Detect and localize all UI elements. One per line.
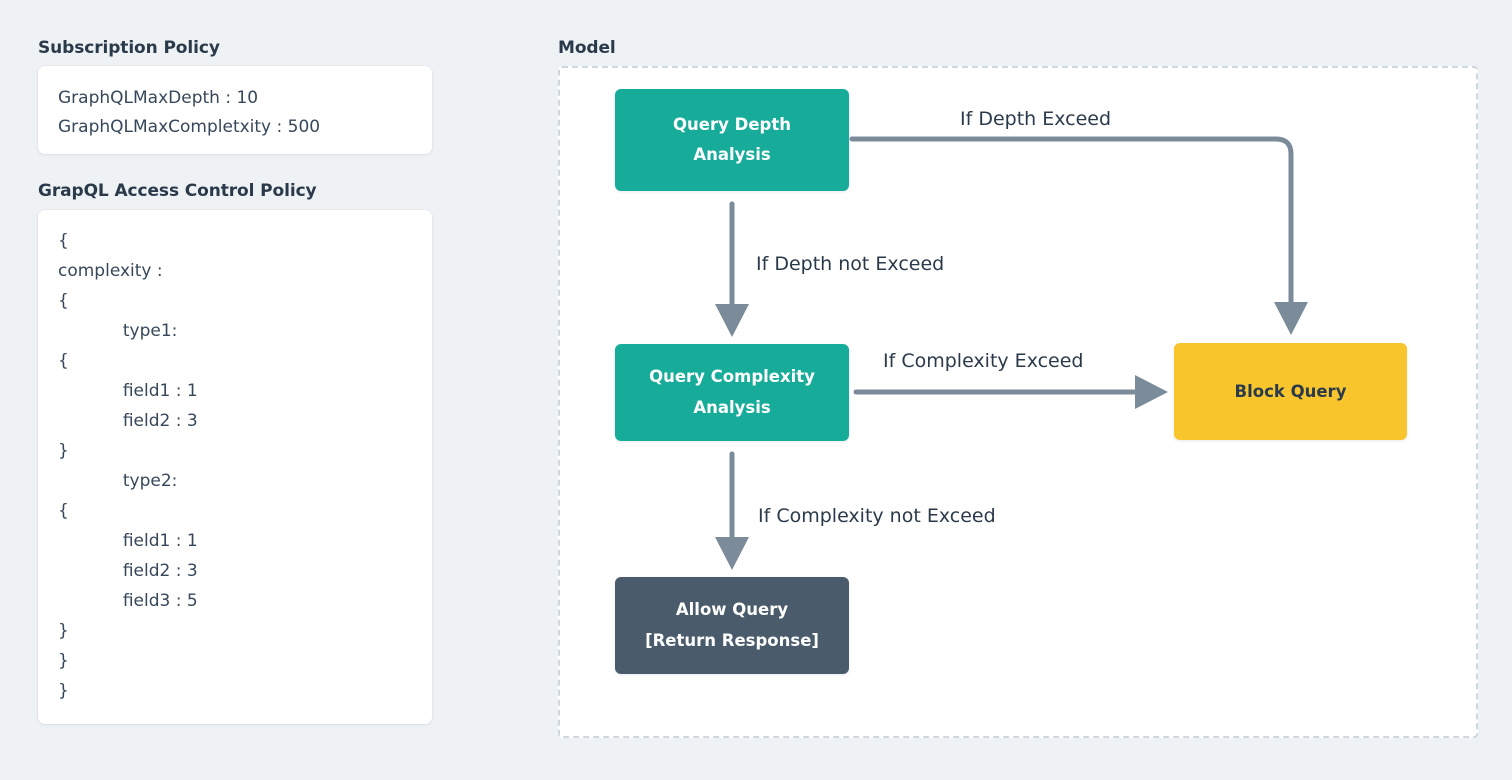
model-title: Model [558, 38, 616, 58]
policy-code-line: type2: [58, 470, 178, 491]
policy-code-line: { [58, 350, 69, 371]
policy-code-line: field1 : 1 [58, 380, 198, 401]
policy-code-line: complexity : [58, 260, 163, 281]
node-label-line1: Query Depth [673, 114, 791, 134]
subscription-policy-card: GraphQLMaxDepth : 10 GraphQLMaxCompletxi… [38, 66, 432, 155]
subscription-policy-title: Subscription Policy [38, 38, 220, 58]
policy-code-line: } [58, 680, 69, 701]
access-control-policy-title: GrapQL Access Control Policy [38, 181, 317, 202]
node-label-line1: Query Complexity [649, 367, 815, 387]
policy-code-line: { [58, 290, 69, 311]
node-label-line2: Analysis [693, 145, 771, 165]
node-label-line1: Allow Query [675, 600, 789, 620]
model-diagram-canvas: Query Depth Analysis Query Complexity An… [558, 66, 1478, 739]
subscription-policy-line: GraphQLMaxDepth : 10 [58, 88, 259, 109]
policy-code-line: } [58, 620, 69, 641]
subscription-policy-line: GraphQLMaxCompletxity : 500 [58, 117, 321, 138]
node-query-complexity-analysis[interactable]: Query Complexity Analysis [615, 344, 849, 442]
left-column: Subscription Policy GraphQLMaxDepth : 10… [38, 38, 432, 724]
edge-label-depth-not-exceed: If Depth not Exceed [756, 253, 945, 276]
edge-label-complexity-not-exceed: If Complexity not Exceed [758, 505, 996, 528]
node-label-line1: Block Query [1234, 381, 1347, 401]
edge-label-depth-exceed: If Depth Exceed [960, 108, 1112, 131]
policy-code-line: { [58, 500, 69, 521]
edge-depth-exceed [849, 136, 1308, 336]
access-control-policy-card: { complexity : { type1: { field1 : 1 fie… [38, 209, 432, 724]
policy-code-line: field1 : 1 [58, 530, 198, 551]
policy-code-line: field2 : 3 [58, 410, 198, 431]
policy-code-line: field2 : 3 [58, 560, 198, 581]
policy-code-line: } [58, 650, 69, 671]
policy-code-line: type1: [58, 320, 178, 341]
node-label-line2: [Return Response] [645, 630, 819, 650]
policy-code-line: { [58, 230, 69, 251]
policy-code-line: field3 : 5 [58, 590, 198, 611]
edge-label-complexity-exceed: If Complexity Exceed [883, 350, 1084, 373]
model-column: Model Query Depth Analysis Query Complex… [558, 38, 1478, 739]
node-label-line2: Analysis [693, 397, 771, 417]
node-block-query[interactable]: Block Query [1174, 343, 1407, 441]
node-query-depth-analysis[interactable]: Query Depth Analysis [615, 89, 849, 192]
policy-code-line: } [58, 440, 69, 461]
node-allow-query[interactable]: Allow Query [Return Response] [615, 577, 849, 675]
